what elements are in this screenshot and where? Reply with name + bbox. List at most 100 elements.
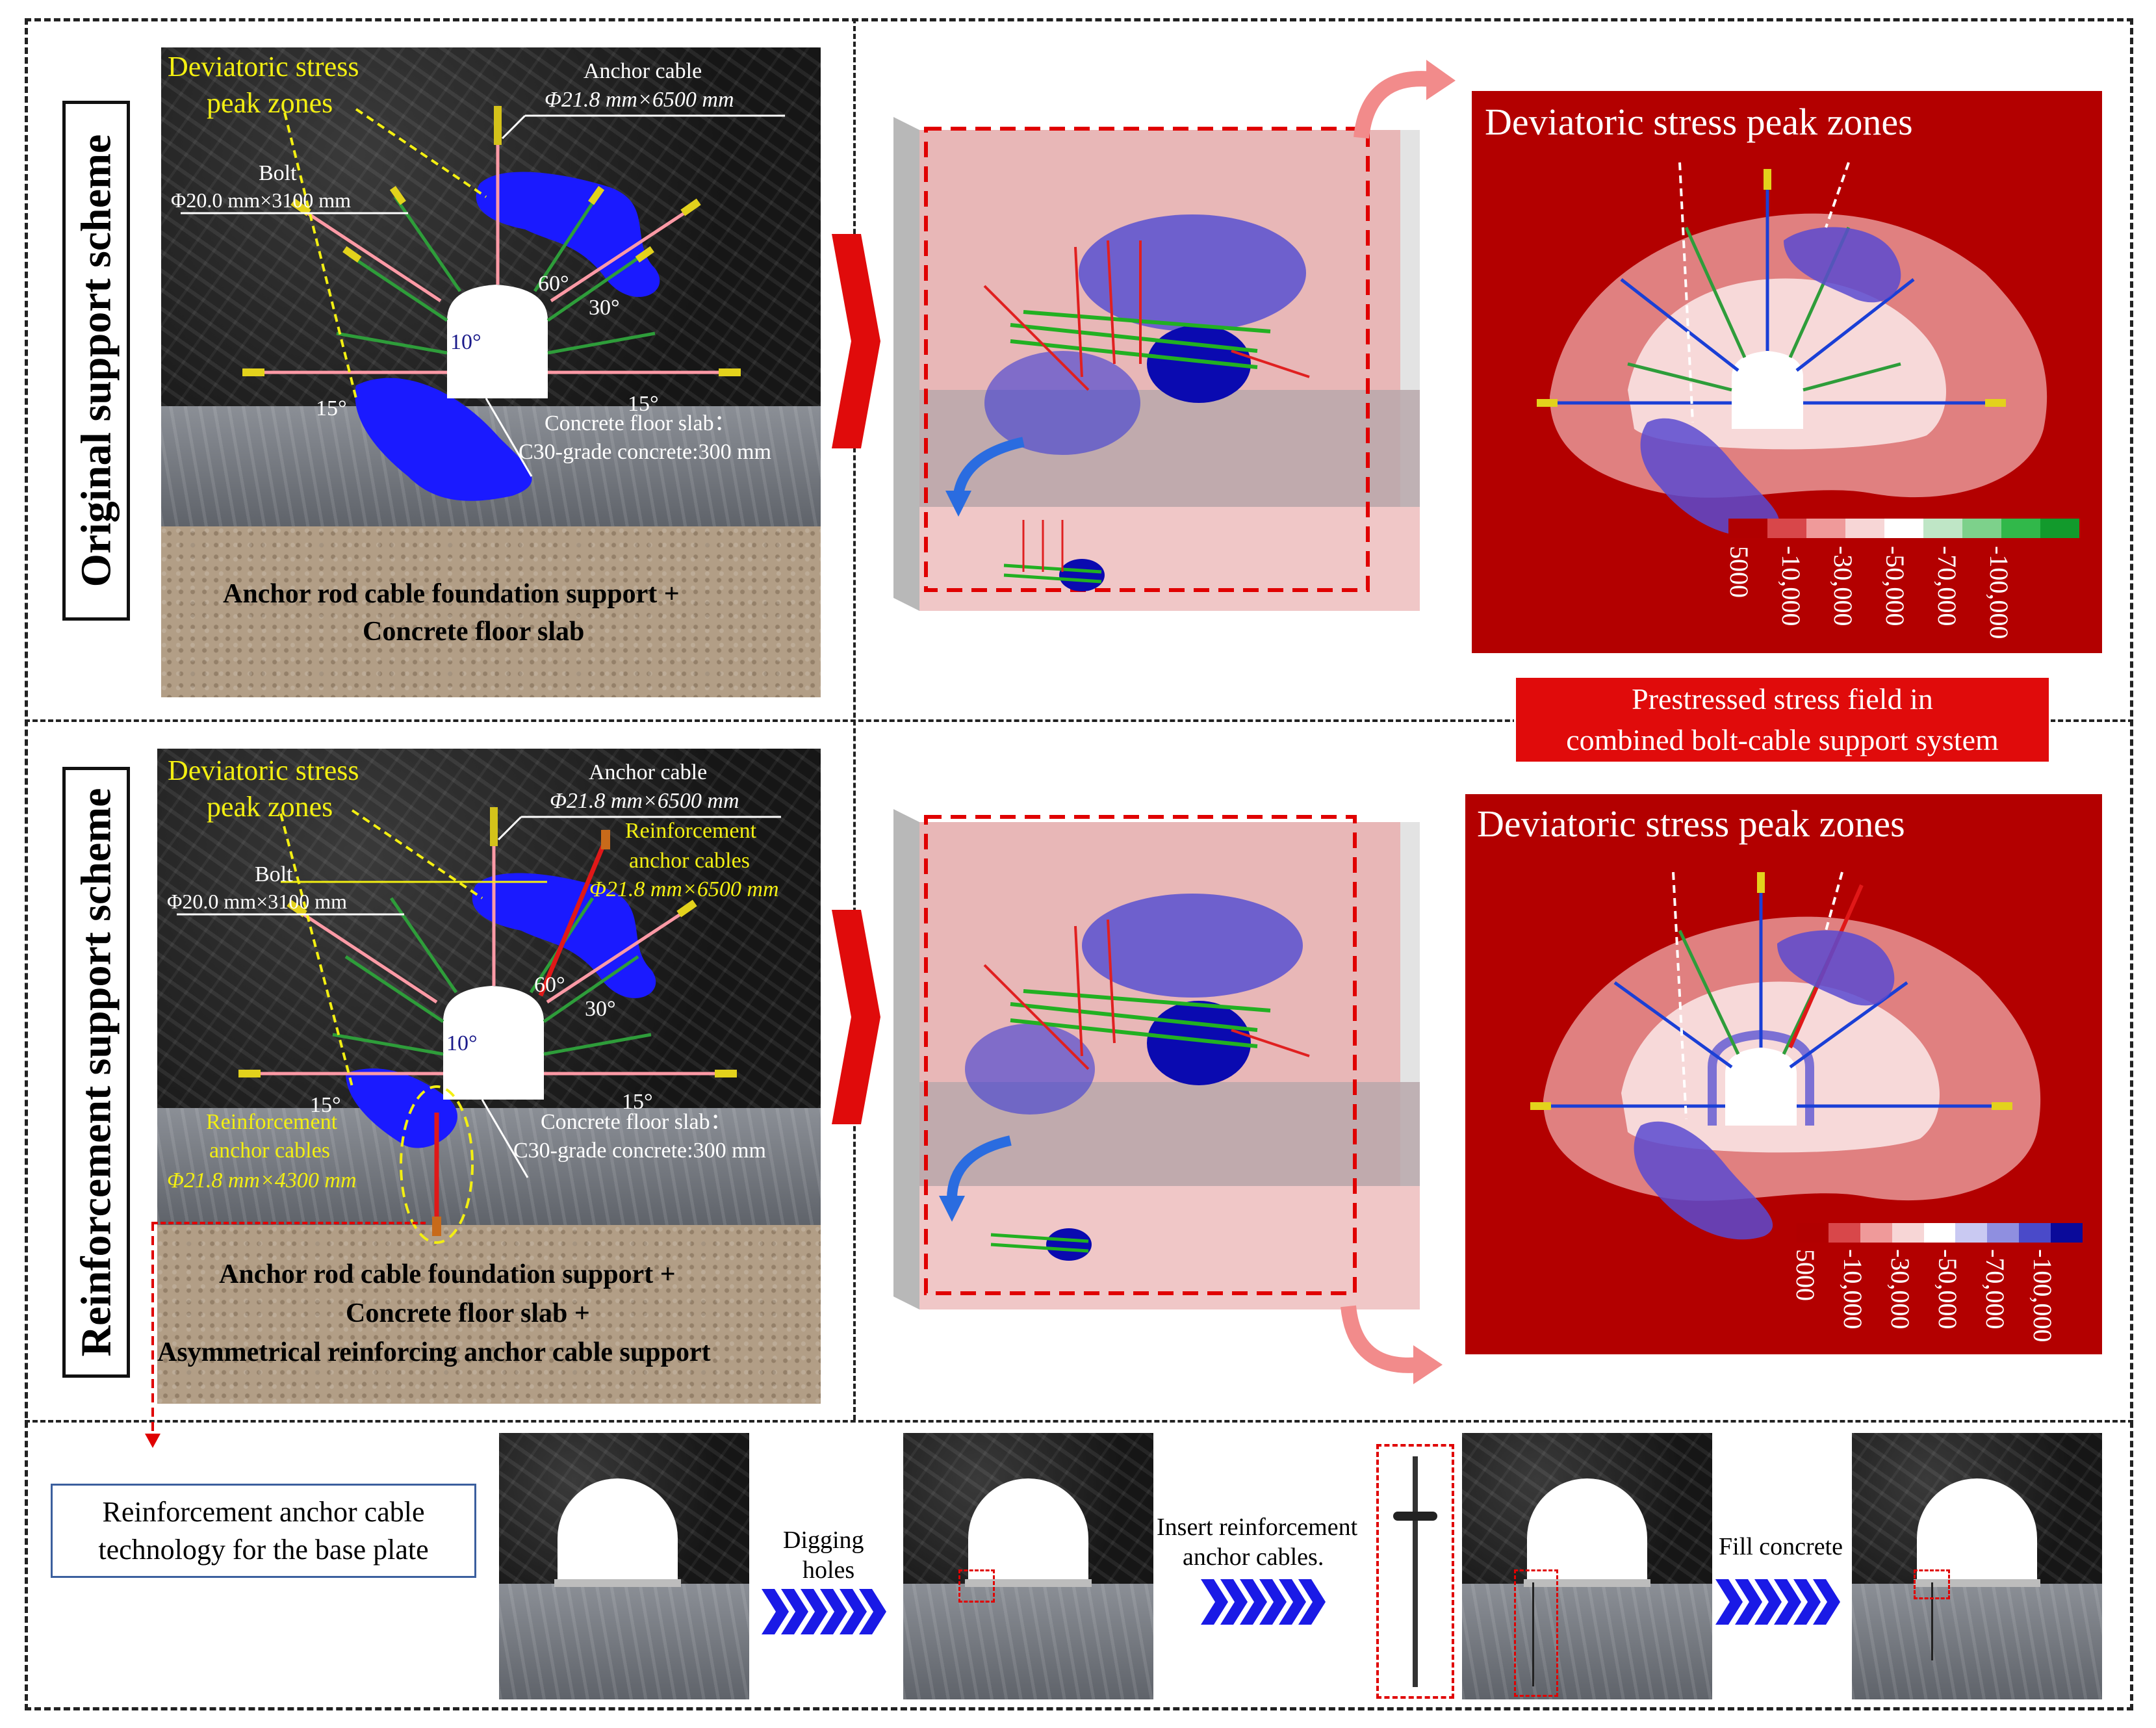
stress-caption-line2: combined bolt-cable support system — [1566, 723, 1999, 756]
bolt-spec: Φ20.0 mm×3100 mm — [171, 188, 351, 212]
reinforcement-caption-line2: Concrete floor slab + — [346, 1298, 590, 1328]
process-image-fill — [1852, 1433, 2102, 1699]
red-chevron-bottom — [832, 910, 880, 1124]
reinforcement-support-diagram — [177, 807, 781, 1244]
curved-arrow-bottom — [1341, 1305, 1443, 1384]
reinforcement-scheme-label-text: Reinforcement support scheme — [72, 788, 120, 1357]
soil-layer — [161, 526, 821, 697]
legend-tick: -100,000 — [1984, 546, 2014, 639]
legend-swatch — [1828, 1223, 1860, 1243]
peak-zone-upper — [476, 172, 660, 297]
step2-line1: Insert reinforcement — [1157, 1514, 1358, 1541]
legend-bar-top — [1728, 519, 2079, 538]
step1-line1: Digging — [783, 1527, 864, 1554]
original-caption-line2: Concrete floor slab — [363, 617, 585, 647]
legend-swatch — [1767, 519, 1806, 538]
legend-swatch — [1955, 1223, 1988, 1243]
legend-swatch — [2051, 1223, 2083, 1243]
legend-swatch — [1797, 1223, 1829, 1243]
deviatoric-label-line1: Deviatoric stress — [168, 754, 359, 786]
angle-15-right: 15° — [628, 392, 659, 416]
original-scheme-label-text: Original support scheme — [72, 134, 120, 587]
legend-tick: -30,000 — [1886, 1249, 1915, 1330]
angle-10: 10° — [450, 330, 481, 354]
tech-label-line2: technology for the base plate — [98, 1533, 429, 1566]
deviatoric-label-line2: peak zones — [207, 87, 333, 119]
legend-swatch — [1923, 1223, 1956, 1243]
stress-bottom-title: Deviatoric stress peak zones — [1477, 803, 1905, 845]
process-image-cable — [1376, 1444, 1454, 1699]
angle-15-right: 15° — [622, 1090, 653, 1114]
chevrons-step3 — [1715, 1579, 1840, 1625]
angle-60: 60° — [534, 973, 565, 997]
peak-zone-lower — [346, 1068, 457, 1148]
legend-swatch — [1860, 1223, 1892, 1243]
legend-swatch — [2040, 519, 2079, 538]
legend-tick: -100,000 — [2028, 1249, 2057, 1343]
legend-tick: 5000 — [1791, 1249, 1820, 1301]
chevrons-step2 — [1201, 1579, 1326, 1625]
legend-tick: -30,000 — [1829, 546, 1858, 626]
legend-tick: -70,000 — [1932, 546, 1962, 626]
reinf-cable-spec: Φ21.8 mm×6500 mm — [589, 877, 779, 901]
legend-tick: 5000 — [1725, 546, 1754, 598]
angle-15-left: 15° — [316, 396, 347, 420]
original-caption-line1: Anchor rod cable foundation support + — [223, 579, 680, 609]
legend-tick: -50,000 — [1880, 546, 1910, 626]
legend-swatch — [1892, 1223, 1924, 1243]
legend-tick: -10,000 — [1777, 546, 1806, 626]
bolt-title: Bolt — [255, 862, 293, 886]
fill-marker — [1914, 1569, 1950, 1599]
process-image-dig — [903, 1433, 1153, 1699]
reinforcement-caption-line1: Anchor rod cable foundation support + — [219, 1259, 676, 1289]
process-link-arrow — [145, 1222, 160, 1448]
step1-line2: holes — [802, 1556, 855, 1584]
legend-swatch — [1845, 519, 1884, 538]
legend-tick: -50,000 — [1933, 1249, 1962, 1330]
reinf-cable-title-line2: anchor cables — [629, 849, 750, 873]
angle-10: 10° — [446, 1031, 478, 1055]
floor-cable-line2: anchor cables — [209, 1139, 330, 1163]
anchor-cable-spec: Φ21.8 mm×6500 mm — [550, 789, 739, 813]
divider-middle-bottom — [25, 1420, 2133, 1423]
angle-30: 30° — [589, 296, 620, 320]
legend-swatch — [1884, 519, 1923, 538]
stress-top-title: Deviatoric stress peak zones — [1485, 101, 1913, 143]
hole-marker — [958, 1569, 995, 1603]
legend-swatch — [1728, 519, 1767, 538]
anchor-cable-title: Anchor cable — [589, 760, 708, 784]
process-image-insert — [1462, 1433, 1712, 1699]
curved-arrow-top — [1354, 60, 1456, 139]
reinforcement-caption-line3: Asymmetrical reinforcing anchor cable su… — [157, 1337, 711, 1367]
stress-caption-line1: Prestressed stress field in — [1632, 682, 1933, 716]
peak-zone-lower — [355, 378, 532, 501]
legend-tick: -10,000 — [1838, 1249, 1867, 1330]
step3: Fill concrete — [1719, 1533, 1843, 1560]
legend-swatch — [2019, 1223, 2051, 1243]
divider-top-middle — [25, 719, 2133, 722]
angle-15-left: 15° — [310, 1093, 341, 1117]
model-block-top — [893, 117, 1423, 611]
floor-slab-line2: C30-grade concrete:300 mm — [513, 1139, 766, 1163]
process-image-initial — [499, 1433, 749, 1699]
reinf-cable-title-line1: Reinforcement — [625, 819, 757, 843]
tunnel-opening — [443, 986, 544, 1100]
stress-field-bottom: Deviatoric stress peak zones 5000 -10,00… — [1465, 794, 2102, 1354]
red-chevron-top — [832, 234, 880, 448]
process-link-h — [153, 1222, 426, 1224]
divider-vertical — [853, 18, 856, 1420]
floor-cable-highlight — [400, 1085, 474, 1244]
deviatoric-label-line2: peak zones — [207, 791, 333, 823]
legend-bar-bottom — [1797, 1223, 2083, 1243]
floor-layer — [157, 1108, 821, 1225]
reinforcement-scheme-panel: Deviatoric stress peak zones Anchor cabl… — [157, 749, 821, 1404]
floor-slab-line1: Concrete floor slab： — [541, 1110, 732, 1134]
model-block-bottom — [893, 809, 1423, 1309]
deviatoric-label-line1: Deviatoric stress — [168, 51, 359, 83]
legend-swatch — [1987, 1223, 2020, 1243]
outer-frame — [25, 18, 2133, 1710]
chevrons-step1 — [762, 1589, 886, 1634]
original-scheme-label: Original support scheme — [62, 101, 130, 621]
tech-label-line1: Reinforcement anchor cable — [102, 1496, 425, 1528]
anchor-cable-spec: Φ21.8 mm×6500 mm — [545, 88, 734, 112]
